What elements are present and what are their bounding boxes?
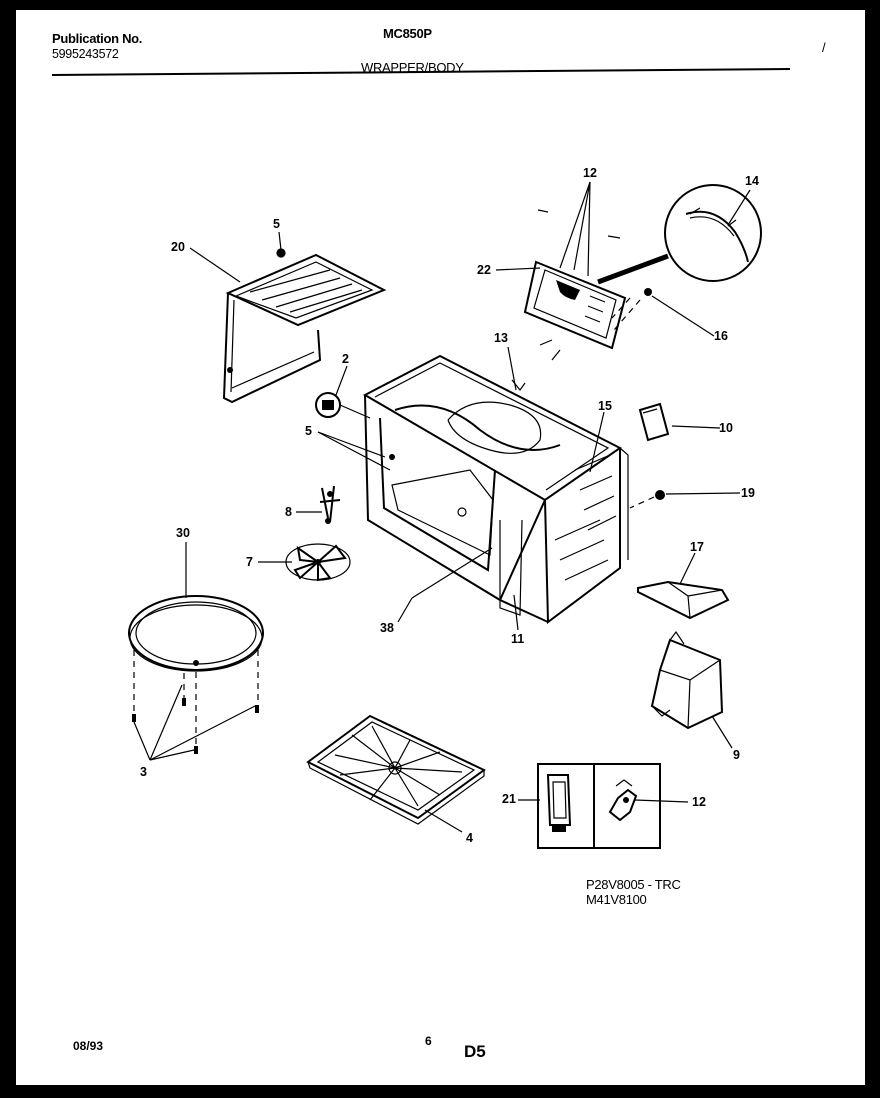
callout-2: 2 — [342, 352, 349, 366]
air-duct — [637, 580, 730, 620]
inset-box — [537, 763, 661, 849]
corner-mark: / — [822, 40, 826, 55]
sheet-code: D5 — [464, 1042, 486, 1061]
callout-3: 3 — [140, 765, 147, 779]
callout-8: 8 — [285, 505, 292, 519]
callout-15: 15 — [598, 399, 612, 413]
fan-blade — [285, 543, 351, 582]
callout-9: 9 — [733, 748, 740, 762]
switch-part — [315, 392, 371, 419]
footer-date: 08/93 — [73, 1039, 104, 1053]
motor-bracket — [319, 485, 341, 524]
diagram-sheet — [16, 10, 865, 1085]
model-number: MC850P — [383, 26, 432, 41]
callout-38: 38 — [380, 621, 394, 635]
callout-12a: 12 — [583, 166, 597, 180]
callout-20: 20 — [171, 240, 185, 254]
callout-11: 11 — [511, 632, 525, 646]
callout-22: 22 — [477, 263, 491, 277]
leader-lines — [133, 181, 751, 833]
roller-pins — [132, 698, 259, 754]
publication-number: 5995243572 — [52, 47, 119, 61]
callout-10: 10 — [719, 421, 733, 435]
control-panel-frame — [523, 253, 669, 350]
screw-19 — [655, 490, 665, 500]
baffle-guide — [650, 630, 724, 730]
callout-4: 4 — [466, 831, 473, 845]
callout-16: 16 — [714, 329, 728, 343]
top-cover-panel — [222, 253, 387, 404]
callout-13: 13 — [494, 331, 508, 345]
small-plate — [638, 402, 670, 442]
callout-30: 30 — [176, 526, 190, 540]
detail-magnifier — [664, 184, 762, 282]
oven-cavity-body — [362, 354, 629, 624]
part-code-1: P28V8005 - TRC — [586, 877, 681, 892]
part-code-2: M41V8100 — [586, 892, 647, 907]
header-rule — [51, 68, 791, 76]
callout-19: 19 — [741, 486, 755, 500]
turntable-ring — [128, 595, 264, 748]
callout-17: 17 — [690, 540, 704, 554]
publication-label: Publication No. — [52, 31, 143, 46]
callout-21: 21 — [502, 792, 516, 806]
callout-12b: 12 — [692, 795, 706, 809]
callout-14: 14 — [745, 174, 759, 188]
callout-5b: 5 — [305, 424, 312, 438]
callout-7: 7 — [246, 555, 253, 569]
screw-16 — [644, 288, 652, 296]
callout-5a: 5 — [273, 217, 280, 231]
page-number: 6 — [425, 1034, 432, 1048]
glass-tray — [306, 714, 486, 825]
